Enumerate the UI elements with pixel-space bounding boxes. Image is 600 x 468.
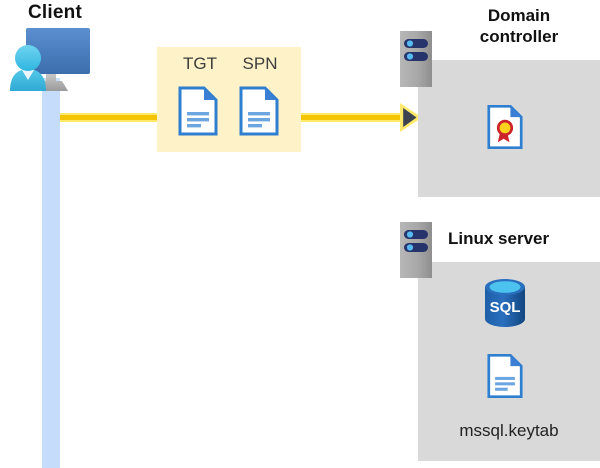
linux-server-title: Linux server [448,229,550,248]
tgt-label: TGT [183,54,217,73]
client-lifeline [42,78,60,468]
svg-text:SQL: SQL [490,299,521,316]
keytab-filename-label: mssql.keytab [459,421,559,440]
domain-controller-title-line1: Domain [487,6,551,25]
spn-document-icon [239,86,279,136]
tgt-document-icon [178,86,218,136]
domain-controller-title-line2: controller [479,27,559,46]
flow-arrow-head-icon [400,103,422,132]
sql-database-icon: SQL [482,278,528,328]
flow-line-segment-right [284,113,408,122]
domain-controller-title: Domain controller [443,5,595,47]
client-title: Client [28,2,82,23]
flow-line-segment-left [60,113,174,122]
certificate-document-icon [487,104,523,150]
linux-server-rack-icon [400,222,432,278]
domain-controller-server-rack-icon [400,31,432,87]
keytab-document-icon [487,353,523,399]
client-workstation-icon [6,27,98,93]
spn-label: SPN [242,54,278,73]
